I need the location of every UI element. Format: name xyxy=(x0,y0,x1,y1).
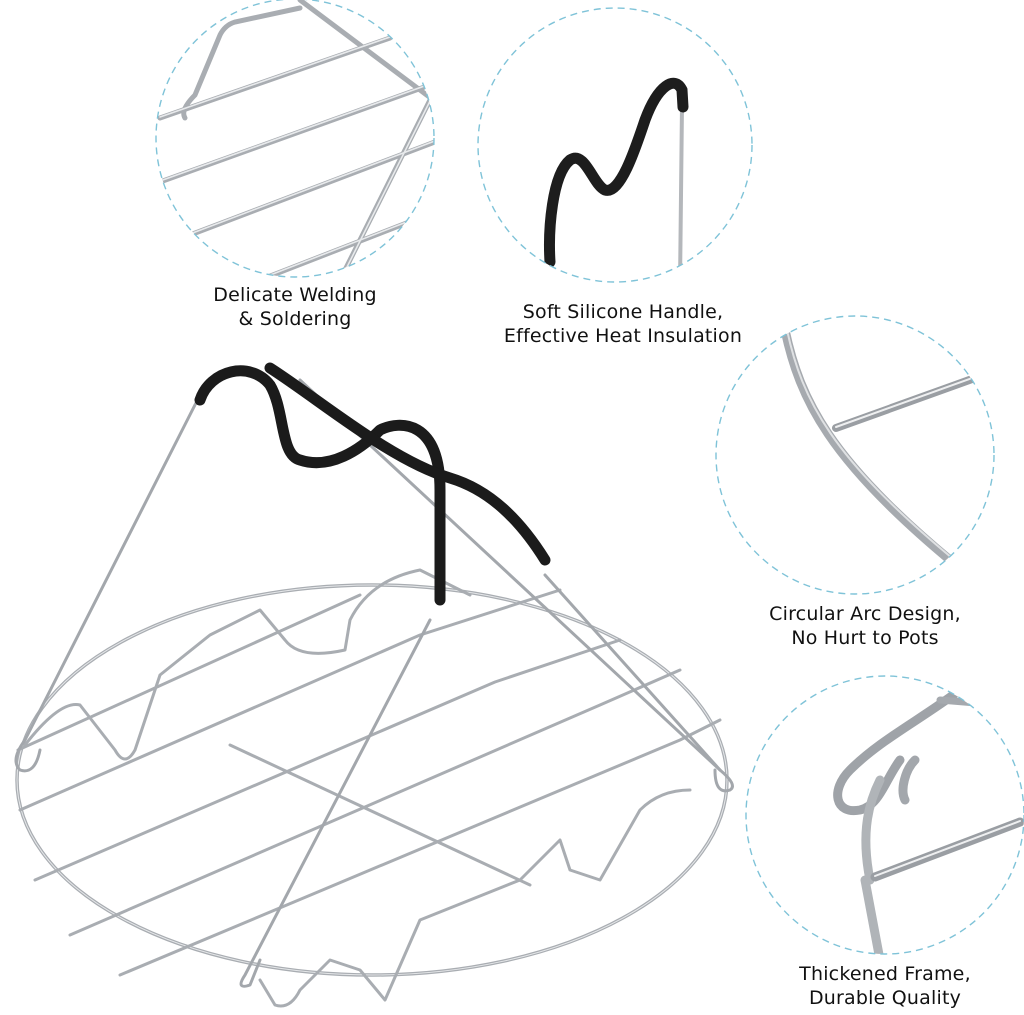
dashed-circle xyxy=(745,675,1024,955)
caption-line-1: Delicate Welding xyxy=(213,284,377,306)
dashed-circle xyxy=(715,315,995,595)
feature-caption-welding: Delicate Welding & Soldering xyxy=(150,283,440,331)
feature-caption-arc: Circular Arc Design, No Hurt to Pots xyxy=(715,602,1015,650)
dashed-circle xyxy=(155,0,435,278)
thickened-frame-closeup-icon xyxy=(745,675,1024,955)
steamer-rack-image xyxy=(14,362,734,1008)
caption-line-1: Soft Silicone Handle, xyxy=(522,301,724,323)
caption-line-1: Thickened Frame, xyxy=(799,963,971,985)
caption-line-2: & Soldering xyxy=(238,308,352,330)
caption-line-2: Effective Heat Insulation xyxy=(503,325,743,347)
dashed-circle xyxy=(477,7,753,283)
caption-line-2: No Hurt to Pots xyxy=(791,627,939,649)
caption-line-1: Circular Arc Design, xyxy=(769,603,961,625)
circular-arc-closeup-icon xyxy=(715,315,995,595)
silicone-handle-closeup-icon xyxy=(477,7,753,283)
caption-line-2: Durable Quality xyxy=(808,987,962,1009)
feature-caption-frame: Thickened Frame, Durable Quality xyxy=(745,962,1024,1010)
welding-closeup-icon xyxy=(155,0,435,278)
feature-caption-handle: Soft Silicone Handle, Effective Heat Ins… xyxy=(468,300,778,348)
